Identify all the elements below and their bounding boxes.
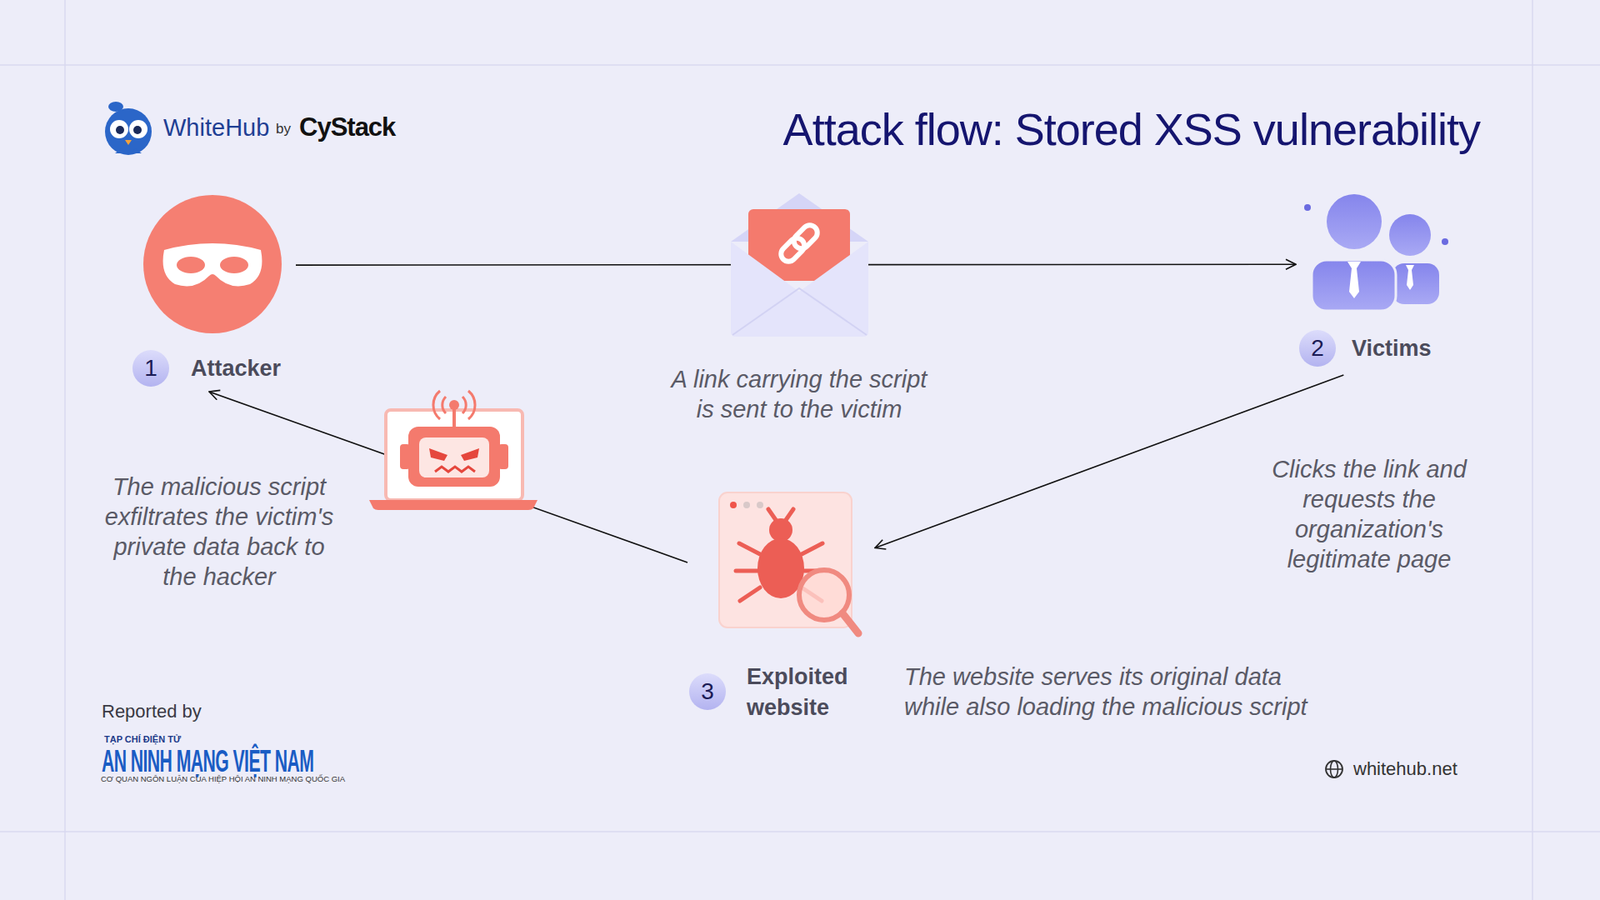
envelope-icon [730,193,869,337]
laptop-robot-icon-part [435,466,475,472]
text-label: by [275,120,291,138]
bug-window-icon [719,492,859,634]
owl-logo-part [105,108,152,155]
callout-number: 2 [1299,330,1336,367]
envelope-icon-part [732,288,867,335]
attacker-icon-part [163,243,263,286]
bug-window-icon-part-part [740,587,760,601]
laptop-robot-icon-part [449,400,460,410]
attacker-icon-part [220,256,249,274]
node-box: 2 Victims [1295,187,1450,375]
bug-window-icon-part-part [768,509,776,520]
globe-icon-part [1325,760,1343,778]
victims-icon-part [1311,260,1396,311]
text-label: whitehub.net [1353,758,1458,780]
bug-window-icon-part [842,613,859,634]
text-label: The website serves its original data whi… [904,661,1313,722]
text-label: Reported by [101,700,202,723]
victims-icon-part [1347,261,1361,299]
grid-line [64,0,66,900]
attacker-icon-part [143,195,282,334]
victims-icon-part [1389,214,1431,256]
callout-number: 3 [689,673,726,710]
diagram-title: Attack flow: Stored XSS vulnerability [783,103,1480,155]
text-label: TẠP CHÍ ĐIỆN TỬ [104,734,181,745]
globe-icon [1325,760,1343,778]
owl-logo-part [110,120,129,139]
text-label: AN NINH MẠNG VIỆT NAM [101,743,314,780]
bug-window-icon-part [769,518,793,542]
text-label: CƠ QUAN NGÔN LUẬN CỦA HIỆP HỘI AN NINH M… [100,774,345,784]
owl-logo-part [115,148,142,154]
owl-logo-part [129,120,148,139]
grid-line [0,830,1600,833]
node-label: Attacker [190,350,295,387]
node-label: Victims [1351,330,1449,367]
victims-icon-part [1392,263,1440,305]
globe-icon-part [1325,768,1343,770]
grid-line [0,64,1600,66]
laptop-robot-icon-part [429,448,480,461]
bug-window-icon-part [719,492,852,628]
envelope-icon-part [730,241,869,337]
edge-label: A link carrying the script is sent to th… [665,364,933,425]
envelope-icon-part-part [790,222,820,252]
text-label: CyStack [299,111,395,143]
laptop-robot-icon-part [419,437,490,478]
laptop-robot-icon [369,390,538,510]
callout-number: 1 [132,350,170,387]
node-box: 1 Attacker [129,187,296,392]
envelope-icon-part [778,222,821,265]
bug-window-icon-part-part [739,543,760,555]
bug-window-icon-part [743,501,750,509]
owl-logo [105,101,152,155]
bug-window-icon-part [730,501,737,509]
bug-window-icon-part-part [735,569,759,574]
attacker-icon [143,195,282,334]
grid-line [1531,0,1534,900]
victims-icon-part [1405,265,1415,290]
edge-label: The malicious script exfiltrates the vic… [98,471,340,592]
victims-icon-part [1441,238,1449,245]
laptop-robot-icon-part [408,426,500,487]
bug-window-icon-part-part [801,543,823,555]
attacker-icon-part [176,256,205,274]
bug-window-icon-part [757,538,805,599]
bug-window-icon-part [756,501,764,509]
victims-icon-part [1304,204,1311,211]
bug-window-icon-part-part [785,509,794,520]
text-label: WhiteHub [163,113,270,143]
victims-icon [1304,194,1449,311]
edge-label: Clicks the link and requests the organiz… [1260,454,1478,575]
victims-icon-part [1326,194,1382,250]
node-box: 3 Exploited website [687,487,875,730]
owl-logo-part [115,125,125,135]
laptop-robot-icon-part [369,500,538,510]
laptop-robot-icon-part [433,390,475,420]
owl-logo-part [133,125,142,135]
owl-logo-part [125,140,132,145]
node-label: Exploited website [746,661,872,724]
laptop-robot-icon-part [452,408,456,427]
